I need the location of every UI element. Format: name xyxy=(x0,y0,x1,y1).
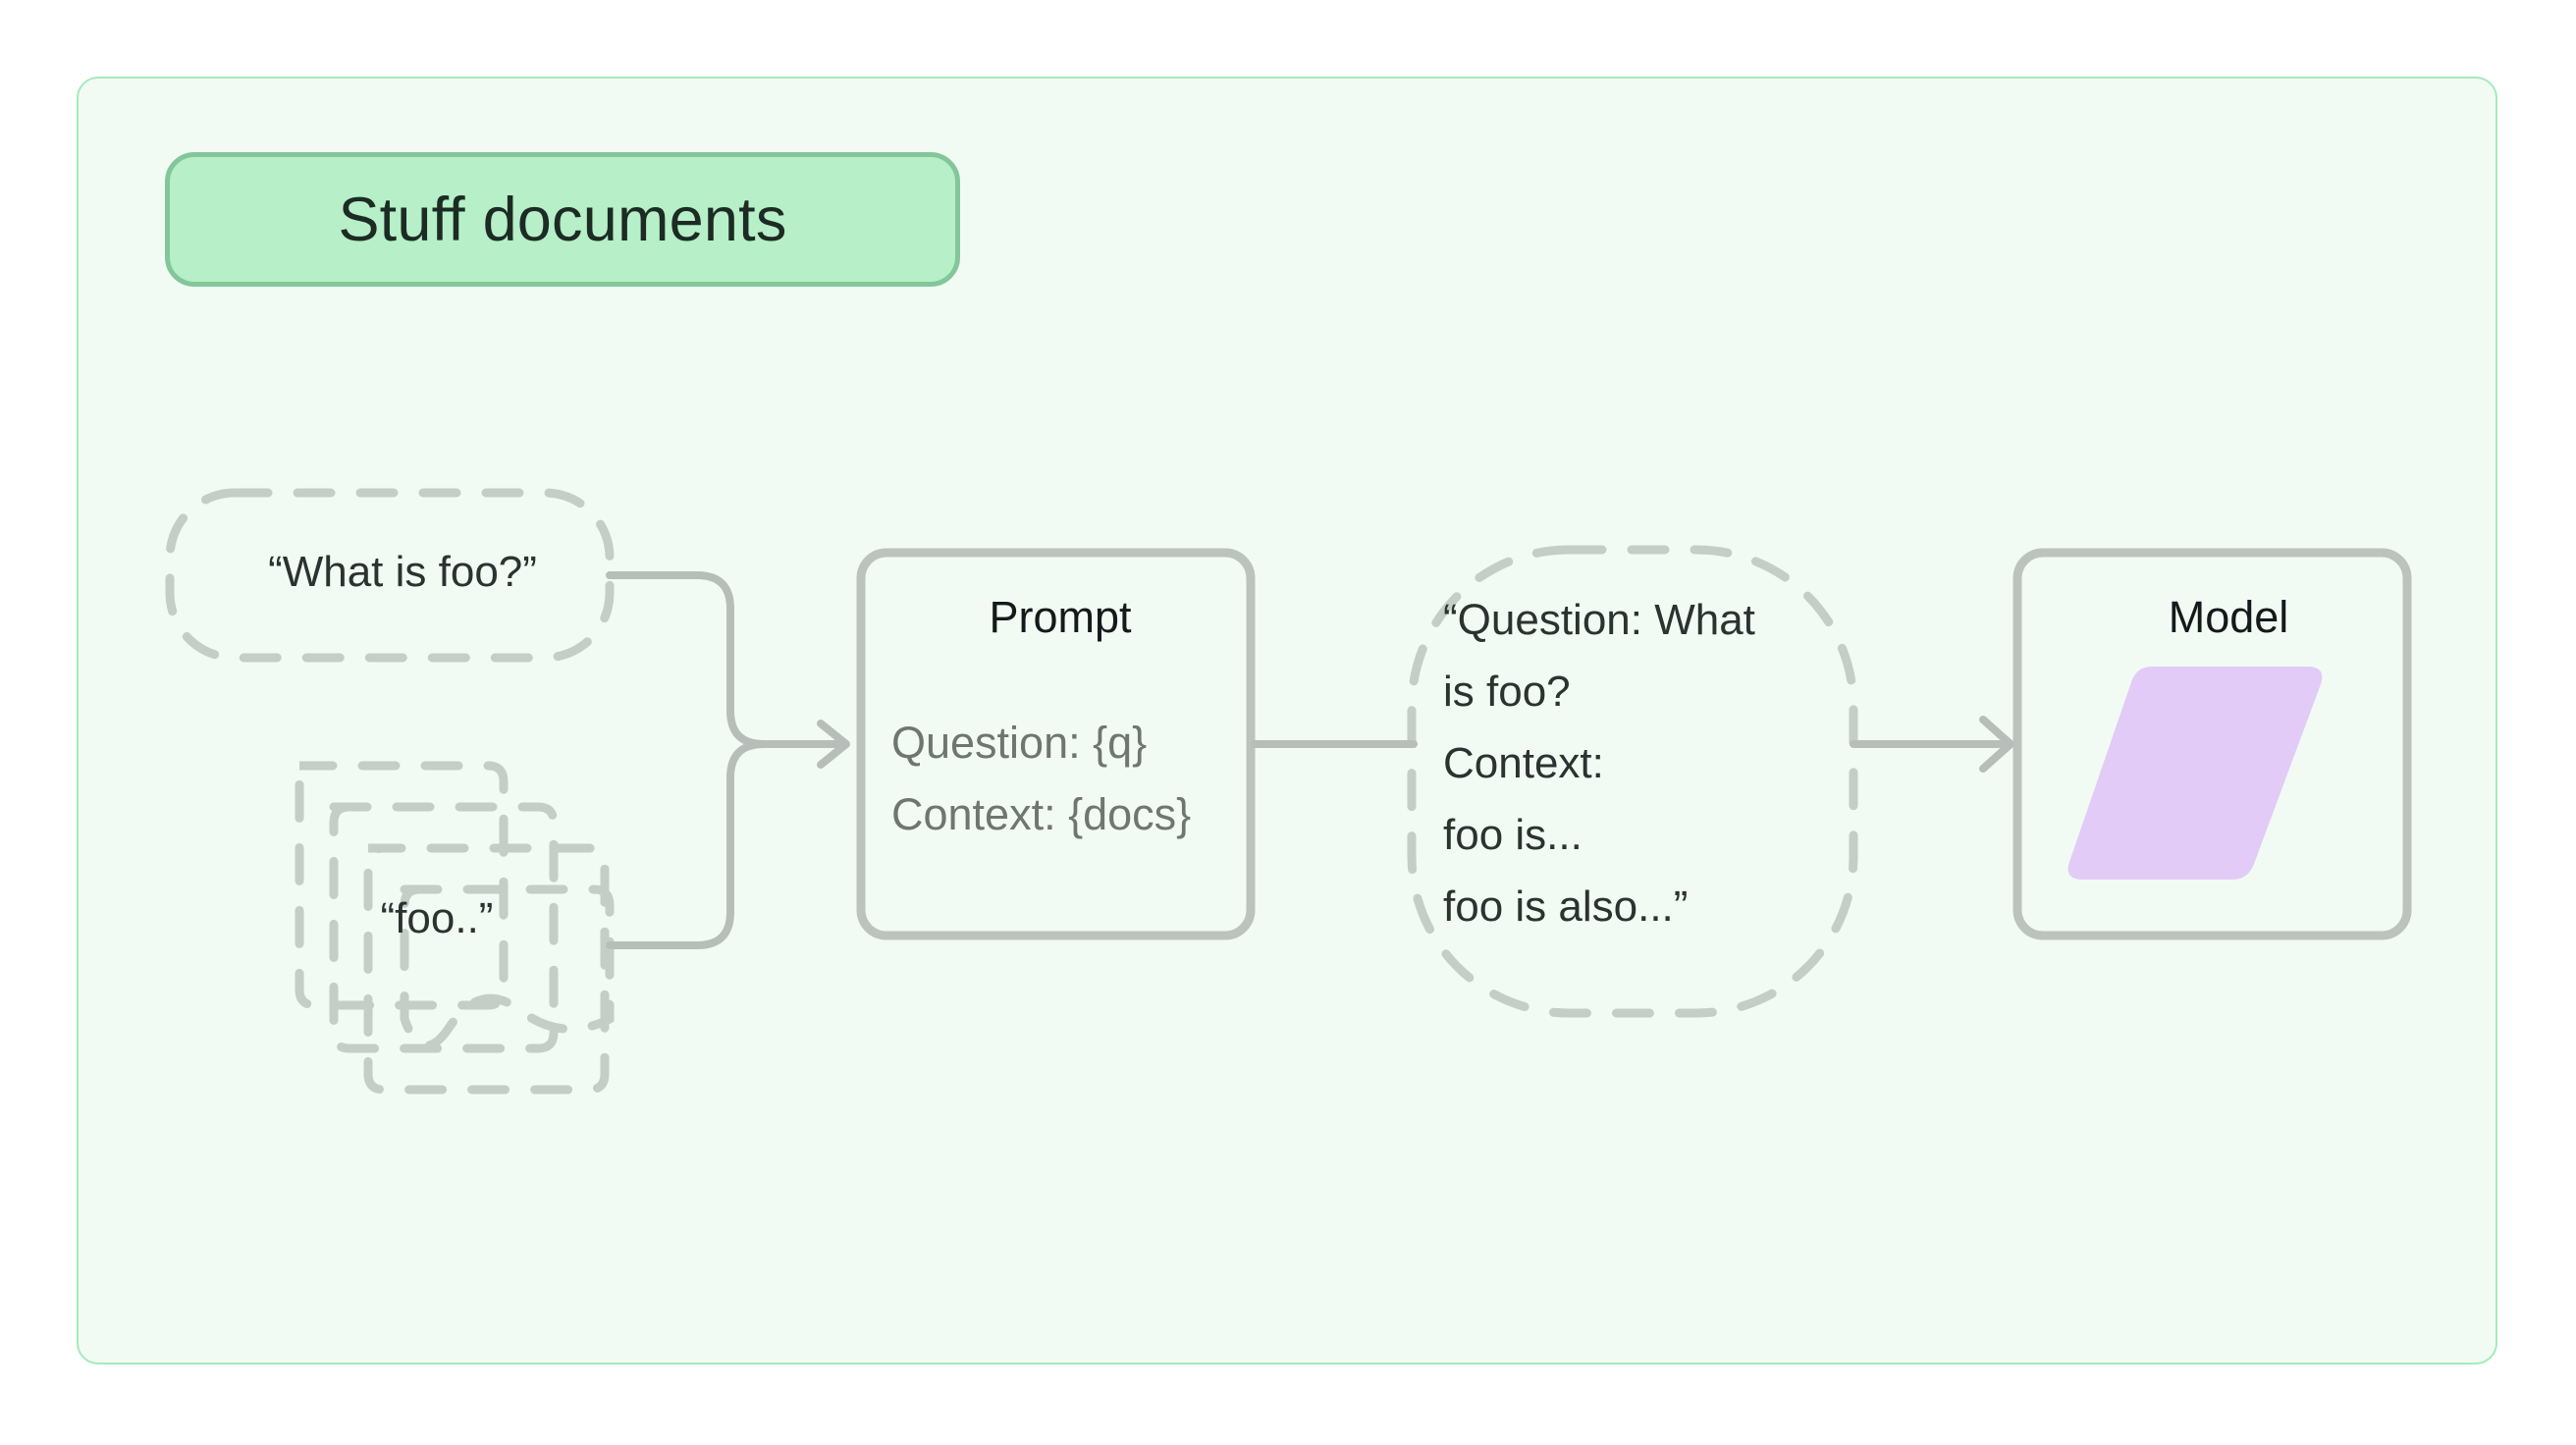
title-pill-label: Stuff documents xyxy=(338,185,787,254)
model-box-outline[interactable] xyxy=(2012,548,2412,940)
document-shape-3[interactable] xyxy=(329,802,559,1053)
prompt-title-label: Prompt xyxy=(989,592,1132,642)
diagram-container xyxy=(77,77,2497,1365)
model-title-label: Model xyxy=(2168,592,2289,642)
question-bubble-outline[interactable] xyxy=(165,488,615,663)
title-pill[interactable]: Stuff documents xyxy=(165,152,960,287)
document-shape-2[interactable] xyxy=(363,843,610,1095)
arrow-head-into-prompt xyxy=(817,720,850,769)
document-stack-label: “foo..” xyxy=(380,894,494,942)
question-bubble-label: “What is foo?” xyxy=(268,548,537,596)
merged-bubble-text: “Question: What is foo? Context: foo is.… xyxy=(1443,596,1755,931)
model-parallelogram xyxy=(2067,667,2323,880)
arrow-head-into-model xyxy=(1979,716,2014,773)
prompt-body-text: Question: {q} Context: {docs} xyxy=(891,718,1192,839)
document-shape-1[interactable] xyxy=(400,884,615,1050)
merged-bubble-outline[interactable] xyxy=(1407,545,1858,1018)
connector-docs-to-prompt xyxy=(606,740,848,949)
